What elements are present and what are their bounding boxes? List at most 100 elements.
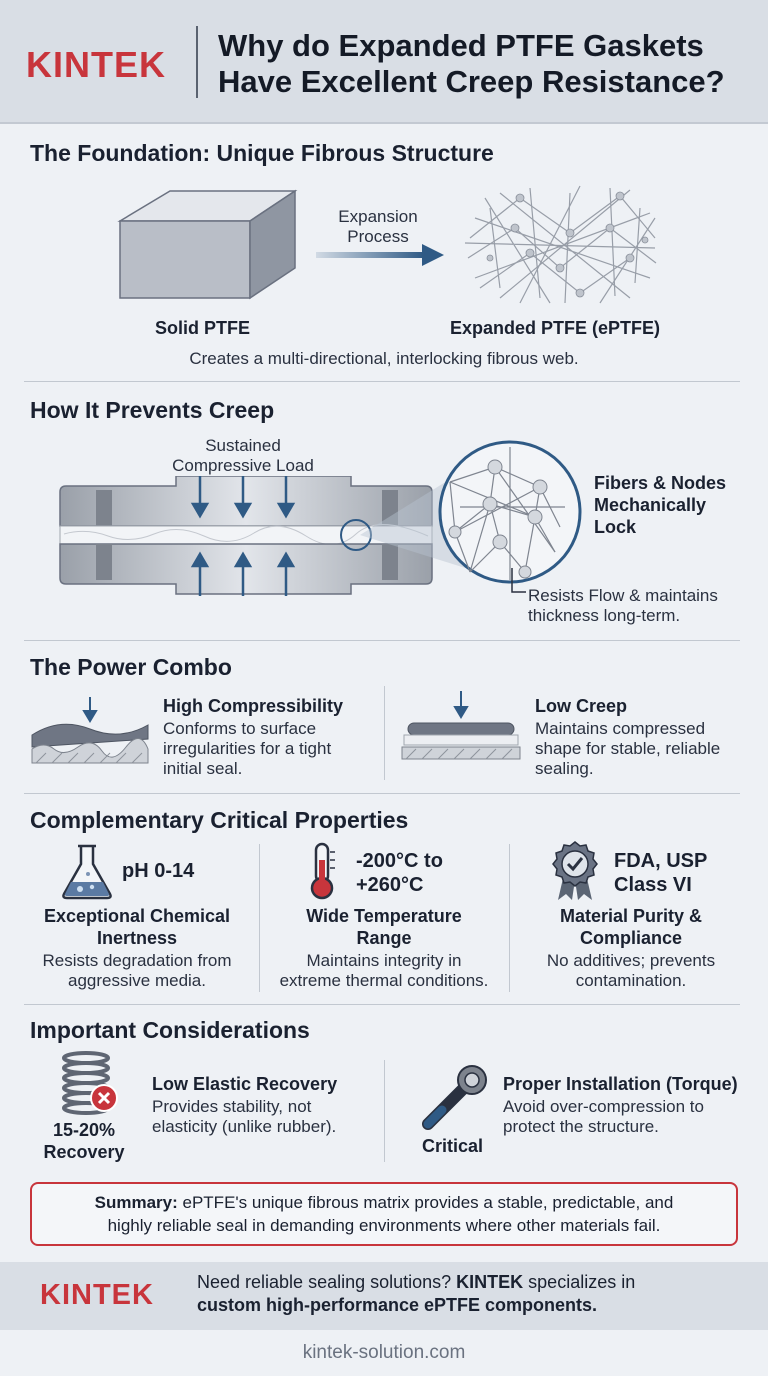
divider-4 (24, 1004, 740, 1005)
consider-torque-line1: Avoid over-compression to (503, 1097, 704, 1116)
divider-1 (24, 381, 740, 382)
footer-url-link[interactable]: kintek-solution.com (302, 1342, 466, 1363)
header-divider (196, 26, 198, 98)
prop-purity-heading: Material Purity & Compliance (516, 905, 746, 949)
summary-label: Summary: (94, 1193, 178, 1212)
prop-chemical-badge: pH 0-14 (122, 860, 194, 882)
prop-purity-desc: No additives; prevents contamination. (516, 951, 746, 991)
prop-temperature-heading-line1: Wide Temperature (306, 906, 462, 926)
combo-low-creep-desc: Maintains compressed shape for stable, r… (535, 719, 720, 779)
summary-line1: ePTFE's unique fibrous matrix provides a… (177, 1193, 674, 1212)
prop-temperature-desc-line2: extreme thermal conditions. (279, 971, 489, 990)
combo-compressibility-line3: initial seal. (163, 759, 243, 778)
prop-divider-1 (259, 844, 260, 992)
expanded-ptfe-label: Expanded PTFE (ePTFE) (450, 318, 661, 338)
consider-torque-desc: Avoid over-compression to protect the st… (503, 1097, 704, 1137)
fiber-lock-line3: Lock (594, 517, 637, 537)
prop-purity-desc-line2: contamination. (575, 971, 687, 990)
arrow-label: Expansion Process (318, 207, 438, 247)
compressibility-icon (31, 697, 149, 764)
footer-logo: KINTEK (40, 1279, 154, 1311)
prop-purity-desc-line1: No additives; prevents (546, 951, 716, 970)
prop-purity-badge-line1: FDA, USP (614, 850, 708, 872)
prop-chemical-badge-line1: pH 0-14 (122, 860, 195, 882)
arrow-label-line1: Expansion (338, 207, 418, 226)
footer-text: Need reliable sealing solutions? KINTEK … (197, 1271, 757, 1317)
prop-chemical-desc-line1: Resists degradation from (42, 951, 232, 970)
flange-cross-section-icon (59, 476, 433, 596)
combo-compressibility-line2: irregularities for a tight (163, 739, 332, 758)
arrow-label-line2: Process (347, 227, 409, 246)
fiber-lock-line2: Mechanically (594, 495, 707, 515)
prop-divider-2 (509, 844, 510, 992)
footer-line1-post: specializes in (523, 1272, 636, 1292)
resist-flow-label: Resists Flow & maintains thickness long-… (528, 586, 718, 626)
combo-low-creep-line2: shape for stable, reliable (535, 739, 721, 758)
fiber-lock-label: Fibers & Nodes Mechanically Lock (594, 472, 726, 538)
combo-low-creep-heading: Low Creep (535, 696, 628, 716)
prop-purity-heading-line2: Compliance (579, 928, 683, 948)
divider-3 (24, 793, 740, 794)
prop-purity-badge-line2: Class VI (614, 874, 692, 896)
page-title: Why do Expanded PTFE Gaskets Have Excell… (218, 28, 758, 100)
footer-line1-pre: Need reliable sealing solutions? (197, 1272, 457, 1292)
divider-2 (24, 640, 740, 641)
solid-ptfe-block-icon (117, 189, 298, 300)
consider-torque-line2: protect the structure. (503, 1117, 659, 1136)
consider-recovery-desc: Provides stability, not elasticity (unli… (152, 1097, 336, 1137)
resist-line2: thickness long-term. (528, 606, 681, 625)
combo-divider (384, 686, 385, 780)
prop-temperature-heading-line2: Range (356, 928, 412, 948)
prop-chemical-heading-line1: Exceptional Chemical (43, 906, 231, 926)
page-title-line1: Why do Expanded PTFE Gaskets (218, 28, 704, 63)
consider-torque-badge-line1: Critical (422, 1136, 484, 1156)
fiber-lock-line1: Fibers & Nodes (594, 473, 727, 493)
footer-line1-wrap: Need reliable sealing solutions? KINTEK … (197, 1271, 757, 1294)
consider-torque-heading: Proper Installation (Torque) (503, 1074, 738, 1094)
prop-temperature-desc-line1: Maintains integrity in (306, 951, 462, 970)
footer-band (0, 1262, 768, 1330)
spring-warning-icon (62, 1051, 118, 1115)
expansion-arrow-icon (316, 244, 444, 266)
consider-divider (384, 1060, 385, 1162)
footer-line1-brand: KINTEK (456, 1272, 524, 1292)
combo-compressibility-heading: High Compressibility (163, 696, 344, 716)
foundation-caption: Creates a multi-directional, interlockin… (189, 349, 579, 368)
consider-torque-badge: Critical (422, 1135, 483, 1157)
thermometer-icon (310, 842, 335, 900)
summary-box (30, 1182, 738, 1246)
prop-temperature-badge-line2: +260°C (356, 874, 424, 896)
summary-text: Summary: ePTFE's unique fibrous matrix p… (30, 1191, 738, 1237)
prop-temperature-badge-line1: -200°C to (356, 850, 443, 872)
flask-icon (62, 844, 112, 900)
footer-line2: custom high-performance ePTFE components… (197, 1295, 598, 1315)
prop-chemical-desc: Resists degradation from aggressive medi… (16, 951, 258, 991)
consider-recovery-heading: Low Elastic Recovery (152, 1074, 338, 1094)
considerations-title: Important Considerations (30, 1017, 310, 1043)
brand-logo: KINTEK (26, 44, 166, 85)
properties-title: Complementary Critical Properties (30, 807, 409, 833)
consider-recovery-badge-line1: 15-20% (52, 1120, 116, 1140)
foundation-title: The Foundation: Unique Fibrous Structure (30, 140, 494, 166)
combo-low-creep-line1: Maintains compressed (535, 719, 706, 738)
prop-chemical-heading-line2: Inertness (96, 928, 178, 948)
prop-temperature-desc: Maintains integrity in extreme thermal c… (262, 951, 506, 991)
prop-purity-badge: FDA, USP Class VI (614, 849, 707, 897)
solid-ptfe-label: Solid PTFE (155, 318, 251, 338)
combo-compressibility-desc: Conforms to surface irregularities for a… (163, 719, 331, 779)
summary-line1-wrap: Summary: ePTFE's unique fibrous matrix p… (30, 1191, 738, 1214)
combo-title: The Power Combo (30, 654, 232, 680)
header-band (0, 0, 768, 124)
resist-line1: Resists Flow & maintains (528, 586, 718, 605)
callout-leader-icon (511, 568, 526, 593)
certified-badge-icon (552, 841, 598, 900)
prop-purity-heading-line1: Material Purity & (559, 906, 703, 926)
low-creep-icon (401, 691, 521, 760)
torque-wrench-icon (422, 1065, 487, 1130)
page-title-line2: Have Excellent Creep Resistance? (218, 64, 725, 99)
load-label: Sustained Compressive Load (143, 436, 343, 476)
prop-chemical-desc-line2: aggressive media. (68, 971, 206, 990)
load-label-line2: Compressive Load (172, 456, 314, 475)
combo-compressibility-line1: Conforms to surface (163, 719, 317, 738)
creep-title: How It Prevents Creep (30, 397, 275, 423)
